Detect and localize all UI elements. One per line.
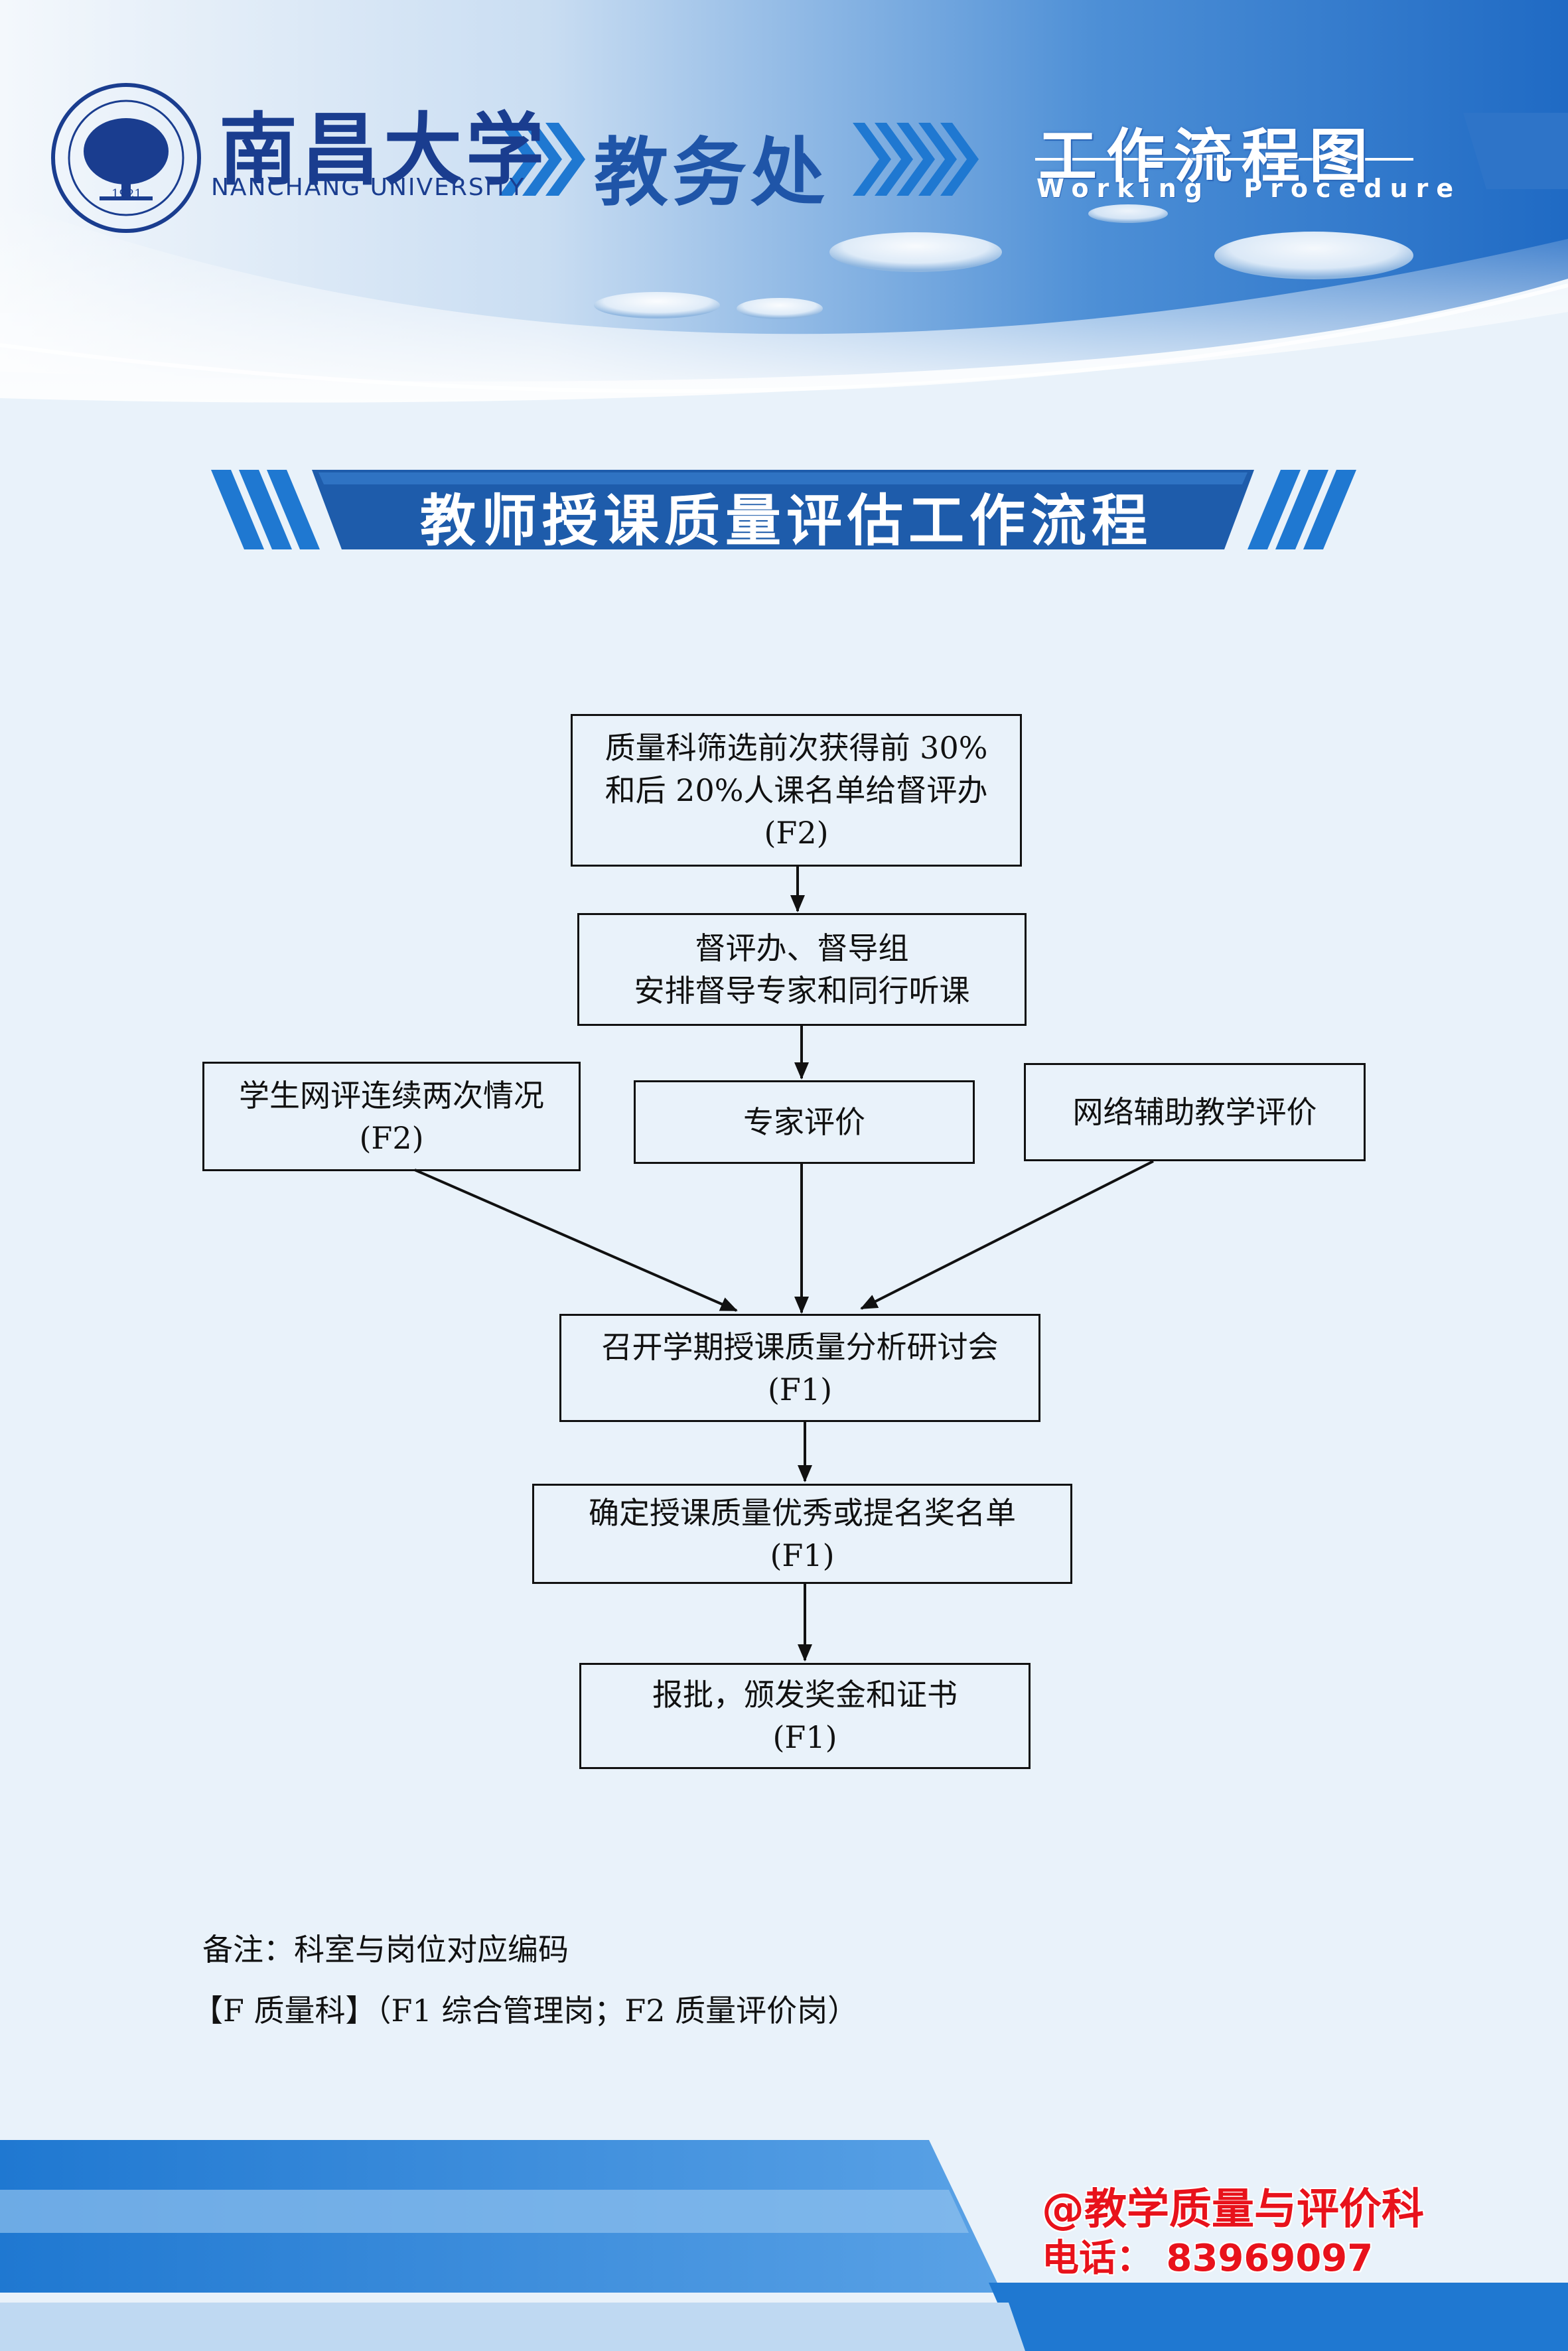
seal-year-text: 1921 <box>111 187 142 201</box>
flow-step-4-line-2: (F1) <box>770 1537 835 1573</box>
section-title-cn: 工作流程图 <box>1038 122 1378 190</box>
flow-step-5-line-1: 报批，颁发奖金和证书 <box>652 1677 958 1713</box>
flow-step-2-box: 督评办、督导组 安排督导专家和同行听课 <box>577 913 1027 1026</box>
arrow-right-step3 <box>860 1160 1154 1310</box>
section-title-en: Working Procedure <box>1036 174 1462 203</box>
flow-step-4-line-1: 确定授课质量优秀或提名奖名单 <box>589 1494 1016 1531</box>
flow-step-2-line-1: 督评办、督导组 <box>695 930 909 966</box>
note-line-2: 【F 质量科】（F1 综合管理岗；F2 质量评价岗） <box>192 1993 859 2029</box>
flow-input-left-line-1: 学生网评连续两次情况 <box>239 1077 544 1113</box>
flow-input-center-line-1: 专家评价 <box>743 1104 865 1140</box>
flow-step-1-line-2: 和后 20%人课名单给督评办 <box>605 772 988 808</box>
page-title: 教师授课质量评估工作流程 <box>419 488 1153 553</box>
flow-input-center-box: 专家评价 <box>634 1080 975 1164</box>
flow-step-3-box: 召开学期授课质量分析研讨会 (F1) <box>559 1314 1040 1422</box>
flow-step-1-box: 质量科筛选前次获得前 30% 和后 20%人课名单给督评办 (F2) <box>571 714 1022 867</box>
flow-step-1-line-1: 质量科筛选前次获得前 30% <box>605 730 988 766</box>
flow-step-5-box: 报批，颁发奖金和证书 (F1) <box>579 1663 1031 1769</box>
university-name-en: NANCHANG UNIVERSITY <box>211 174 526 201</box>
flow-step-4-box: 确定授课质量优秀或提名奖名单 (F1) <box>532 1484 1072 1584</box>
university-name-cn: 南昌大学 <box>219 104 549 196</box>
note-line-1: 备注：科室与岗位对应编码 <box>202 1932 569 1967</box>
contact-department: @教学质量与评价科 <box>1042 2185 1424 2234</box>
university-seal-icon <box>51 83 201 233</box>
flow-step-1-line-3: (F2) <box>764 815 829 851</box>
contact-phone: 电话： 83969097 <box>1042 2237 1374 2280</box>
flow-input-left-box: 学生网评连续两次情况 (F2) <box>202 1062 581 1171</box>
flow-step-5-line-2: (F1) <box>772 1719 837 1755</box>
flow-step-3-line-2: (F1) <box>767 1371 833 1407</box>
flow-step-3-line-1: 召开学期授课质量分析研讨会 <box>601 1328 999 1365</box>
office-name: 教务处 <box>594 130 829 216</box>
flow-step-2-line-2: 安排督导专家和同行听课 <box>634 973 970 1009</box>
arrow-left-step3 <box>414 1169 738 1312</box>
flow-input-right-box: 网络辅助教学评价 <box>1024 1063 1366 1161</box>
flow-input-left-line-2: (F2) <box>359 1119 424 1156</box>
flow-input-right-line-1: 网络辅助教学评价 <box>1072 1094 1317 1130</box>
